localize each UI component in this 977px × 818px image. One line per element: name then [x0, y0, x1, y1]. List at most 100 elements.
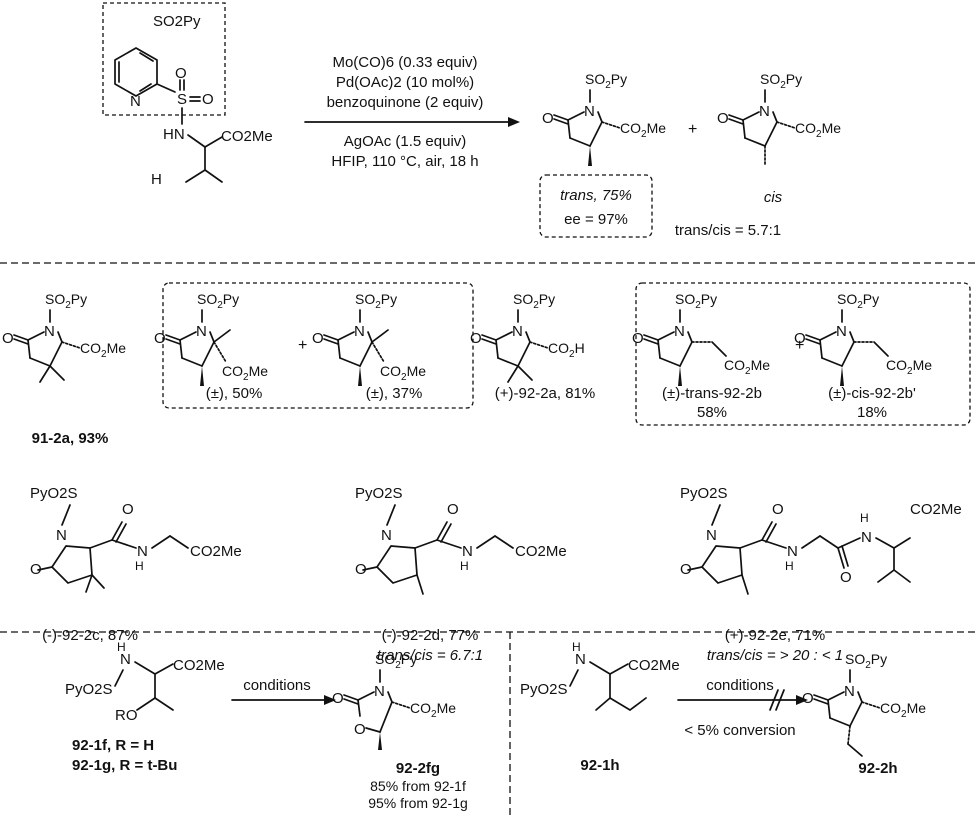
co2me-label: CO2Me — [190, 543, 242, 560]
pyo2s-label: PyO2S — [65, 681, 113, 698]
label-92-2b-1: (±)-trans-92-2b — [662, 385, 762, 402]
arrow-fg-head — [324, 695, 336, 705]
no-conversion-label: < 5% conversion — [684, 722, 795, 739]
label-92-2b-prime-2: 18% — [857, 404, 887, 421]
label-92-2c: (-)-92-2c, 87% — [42, 627, 138, 644]
pyo2s-label: PyO2S — [520, 681, 568, 698]
label-92-2fg: 92-2fg — [396, 760, 440, 777]
amide-o: O — [772, 501, 784, 518]
label-92-2e-2: trans/cis = > 20 : < 1 — [707, 647, 843, 664]
n-label: N — [706, 527, 717, 544]
yield-f: 85% from 92-1f — [370, 778, 466, 794]
amide-n: N — [787, 543, 798, 560]
amide-h: H — [460, 559, 469, 573]
arrow-head — [508, 117, 520, 127]
compound-92-2b-prime — [793, 290, 934, 387]
o-label: O — [680, 561, 692, 578]
yield-g: 95% from 92-1g — [368, 795, 468, 811]
n-label: N — [575, 651, 586, 668]
starting-material: SO2Py N S O O HN CO2Me H — [102, 2, 273, 188]
compound-92-2b — [631, 290, 772, 387]
compound-92-2d: PyO2S N O O N H CO2Me — [355, 485, 567, 595]
product-92-2h — [801, 650, 928, 757]
h-label: H — [117, 640, 126, 654]
pyo2s-label: PyO2S — [30, 485, 78, 502]
conditions-label-h: conditions — [706, 677, 774, 694]
conditions-label: conditions — [243, 677, 311, 694]
compound-pair1-a — [153, 290, 270, 387]
product-92-2fg — [331, 650, 458, 751]
sulfur-label: S — [177, 91, 187, 108]
pyo2s-label: PyO2S — [355, 485, 403, 502]
trans-product — [541, 70, 668, 167]
trans-ee: ee = 97% — [564, 211, 628, 228]
no-reaction-slash-2 — [775, 689, 785, 711]
sulfonyl-o: O — [202, 91, 214, 108]
compound-92-2a — [469, 290, 586, 383]
n-label: N — [381, 527, 392, 544]
so2py-label: SO2Py — [153, 13, 201, 30]
hn-label: HN — [163, 126, 185, 143]
no-reaction-slash-1 — [769, 689, 779, 711]
label-92-1h: 92-1h — [580, 757, 619, 774]
n-label: N — [120, 651, 131, 668]
reagent-3: benzoquinone (2 equiv) — [327, 94, 484, 111]
label-92-2h: 92-2h — [858, 760, 897, 777]
amide-o: O — [122, 501, 134, 518]
trans-yield-box — [539, 174, 653, 238]
amide2-n: N — [861, 529, 872, 546]
h-label: H — [151, 171, 162, 188]
ro-label: RO — [115, 707, 138, 724]
co2me-label: CO2Me — [628, 657, 680, 674]
label-92-2a: (+)-92-2a, 81% — [495, 385, 595, 402]
amide-n: N — [137, 543, 148, 560]
pair-box-2 — [635, 282, 971, 426]
o-label: O — [355, 561, 367, 578]
label-92-1f: 92-1f, R = H — [72, 737, 154, 754]
co2me-label: CO2Me — [173, 657, 225, 674]
co2me-label: CO2Me — [515, 543, 567, 560]
trans-yield: trans, 75% — [560, 187, 632, 204]
sulfonyl-o-top: O — [175, 65, 187, 82]
plus-sign: + — [688, 121, 697, 138]
compound-92-2c: PyO2S N O O N H CO2Me — [30, 485, 242, 593]
label-92-2b-2: 58% — [697, 404, 727, 421]
pyo2s-label: PyO2S — [680, 485, 728, 502]
label-92-2e-1: (+)-92-2e, 71% — [725, 627, 825, 644]
amide-h: H — [785, 559, 794, 573]
compound-91-2a — [1, 290, 128, 383]
label-92-1g: 92-1g, R = t-Bu — [72, 757, 177, 774]
amide-n: N — [462, 543, 473, 560]
label-92-2b-prime-1: (±)-cis-92-2b' — [828, 385, 916, 402]
co2me-label: CO2Me — [910, 501, 962, 518]
o-label: O — [30, 561, 42, 578]
compound-pair1-b — [311, 290, 428, 387]
amide-o: O — [447, 501, 459, 518]
pyridine-ring — [114, 47, 158, 97]
label-91-2a: 91-2a, 93% — [32, 430, 109, 447]
cis-product — [716, 70, 843, 167]
condition-2: HFIP, 110 °C, air, 18 h — [331, 153, 478, 170]
label-pair1-b: (±), 37% — [366, 385, 423, 402]
label-92-2d-1: (-)-92-2d, 77% — [382, 627, 479, 644]
label-pair1-a: (±), 50% — [206, 385, 263, 402]
amide-h: H — [135, 559, 144, 573]
condition-1: AgOAc (1.5 equiv) — [344, 133, 467, 150]
n-label: N — [56, 527, 67, 544]
starting-material-92-1h: N H PyO2S CO2Me — [520, 640, 680, 711]
compound-92-2e: PyO2S N O O N H O N H CO2Me — [680, 485, 962, 595]
amide2-h: H — [860, 511, 869, 525]
pair1-plus: + — [298, 337, 307, 354]
starting-material-92-1fg: N H PyO2S CO2Me RO — [65, 640, 225, 724]
pyridyl-sulfonyl-box — [102, 2, 226, 116]
amide2-o: O — [840, 569, 852, 586]
sm-co2me: CO2Me — [221, 128, 273, 145]
pyridine-n: N — [130, 93, 141, 110]
cis-label: cis — [764, 189, 783, 206]
ratio-label: trans/cis = 5.7:1 — [675, 222, 781, 239]
h-label: H — [572, 640, 581, 654]
reagent-1: Mo(CO)6 (0.33 equiv) — [332, 54, 477, 71]
reagent-2: Pd(OAc)2 (10 mol%) — [336, 74, 474, 91]
reaction-conditions: Mo(CO)6 (0.33 equiv) Pd(OAc)2 (10 mol%) … — [304, 54, 520, 170]
